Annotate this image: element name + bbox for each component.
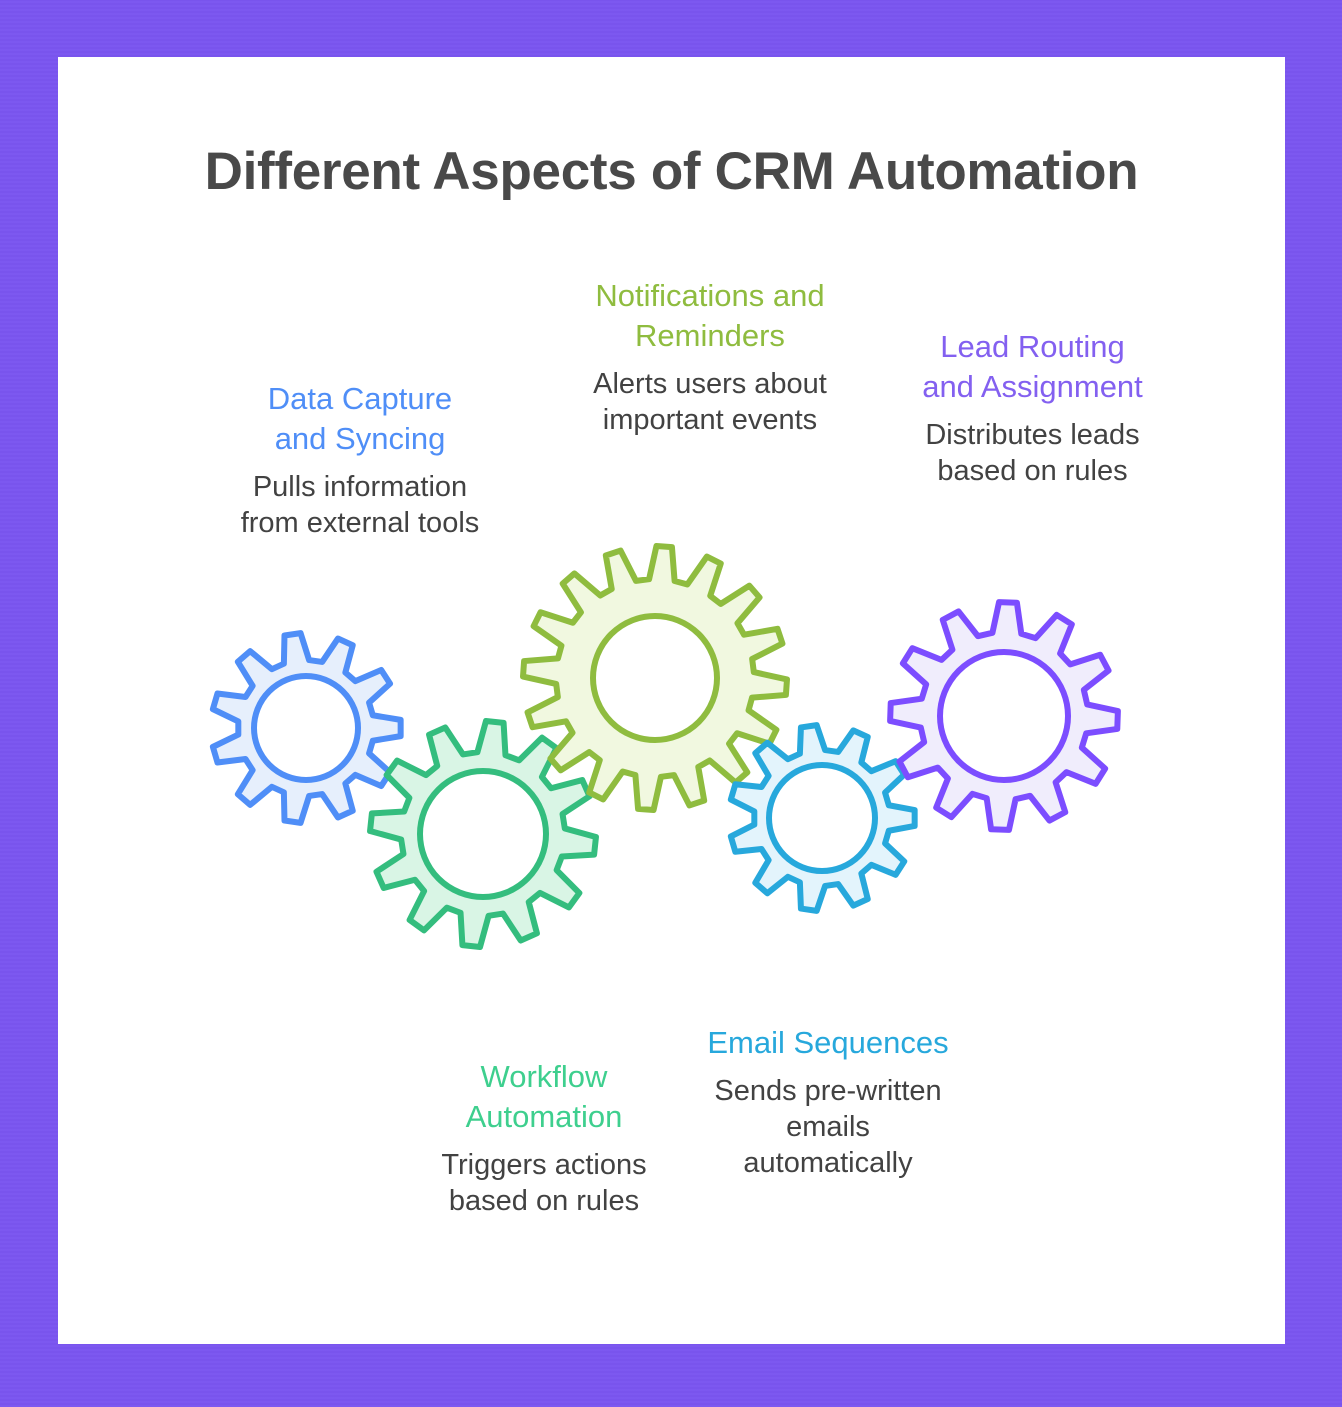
aspect-heading-email-sequences: Email Sequences xyxy=(707,1025,949,1060)
infographic-panel: Different Aspects of CRM Automation Data… xyxy=(58,57,1285,1344)
gear-data-capture xyxy=(209,630,404,826)
page-title: Different Aspects of CRM Automation xyxy=(204,142,1139,201)
aspect-heading-workflow: Workflow Automation xyxy=(465,1059,623,1134)
aspect-description-email-sequences: Sends pre-written emails automatically xyxy=(714,1075,942,1179)
aspect-email-sequences: Email Sequences Sends pre-written emails… xyxy=(668,1023,988,1181)
gear-email-sequences xyxy=(727,722,918,914)
aspect-heading-notifications: Notifications and Reminders xyxy=(595,278,825,353)
aspect-notifications-and-reminders: Notifications and Reminders Alerts users… xyxy=(540,276,880,438)
aspect-heading-lead-routing: Lead Routing and Assignment xyxy=(922,329,1143,404)
aspect-workflow-automation: Workflow Automation Triggers actions bas… xyxy=(384,1057,704,1219)
gear-notifications xyxy=(520,543,790,813)
gear-hub-hole xyxy=(590,613,720,743)
gear-hub-hole xyxy=(766,762,878,874)
gear-hub-hole xyxy=(937,649,1071,783)
gear-lead-routing xyxy=(887,599,1121,833)
aspect-description-data-capture: Pulls information from external tools xyxy=(240,471,480,539)
gear-workflow-automation xyxy=(367,718,599,950)
aspect-data-capture-and-syncing: Data Capture and Syncing Pulls informati… xyxy=(210,379,510,541)
gear-cluster-illustration xyxy=(209,543,1121,950)
aspect-lead-routing-and-assignment: Lead Routing and Assignment Distributes … xyxy=(860,327,1205,489)
aspect-description-notifications: Alerts users about important events xyxy=(593,368,827,436)
aspect-heading-data-capture: Data Capture and Syncing xyxy=(267,381,453,456)
aspect-description-workflow: Triggers actions based on rules xyxy=(441,1149,647,1217)
gear-hub-hole xyxy=(251,673,361,783)
gear-hub-hole xyxy=(417,768,549,900)
aspect-description-lead-routing: Distributes leads based on rules xyxy=(925,419,1140,487)
